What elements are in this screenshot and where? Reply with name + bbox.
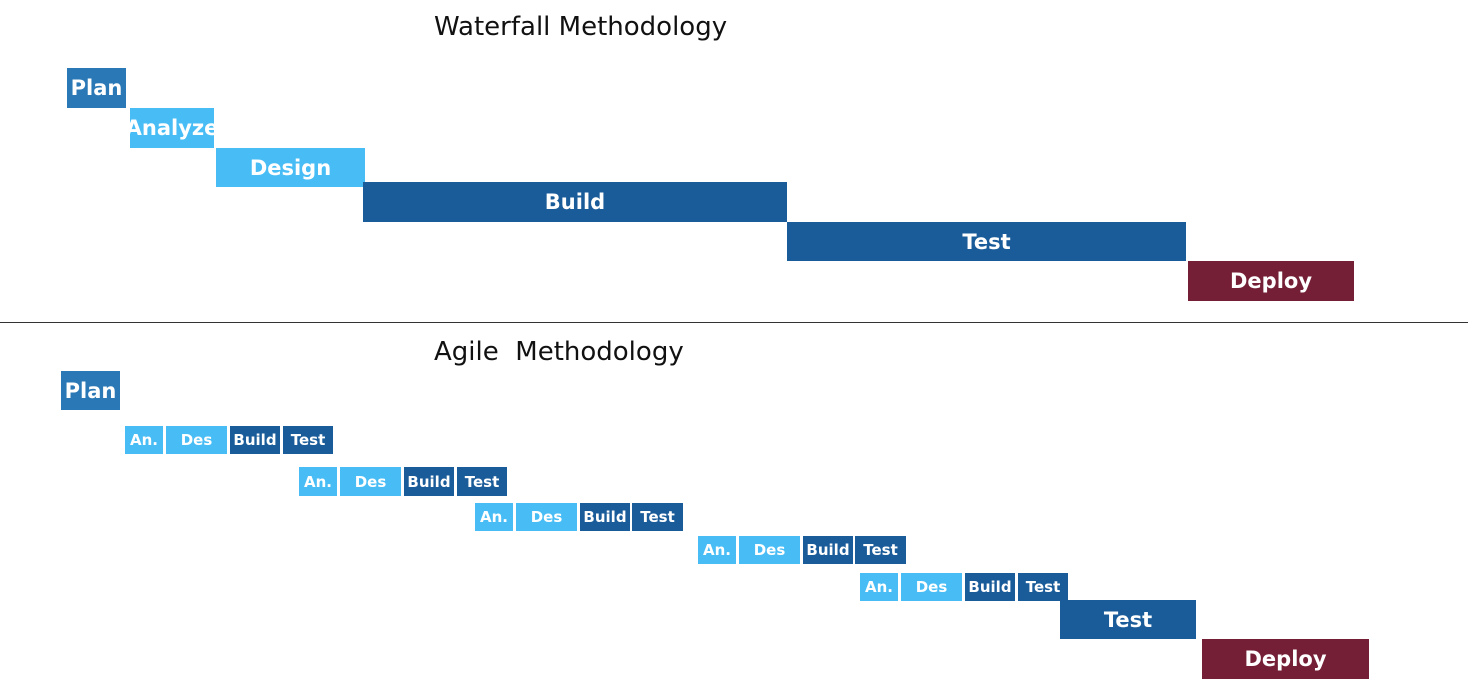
agile-test-block: Test xyxy=(283,426,333,454)
agile-build-block: Build xyxy=(965,573,1015,601)
section-divider xyxy=(0,322,1468,323)
waterfall-deploy-block: Deploy xyxy=(1188,261,1354,301)
agile-test-block: Test xyxy=(1018,573,1068,601)
waterfall-plan-block: Plan xyxy=(67,68,126,108)
agile-design-block: Des xyxy=(516,503,577,531)
agile-design-block: Des xyxy=(739,536,800,564)
agile-analyze-block: An. xyxy=(698,536,736,564)
agile-final-test-block: Test xyxy=(1060,600,1196,639)
agile-analyze-block: An. xyxy=(125,426,163,454)
agile-design-block: Des xyxy=(166,426,227,454)
waterfall-analyze-block: Analyze xyxy=(130,108,214,148)
agile-plan-block: Plan xyxy=(61,371,120,410)
waterfall-test-block: Test xyxy=(787,222,1186,261)
agile-build-block: Build xyxy=(404,467,454,496)
agile-test-block: Test xyxy=(632,503,683,531)
waterfall-design-block: Design xyxy=(216,148,365,187)
agile-test-block: Test xyxy=(855,536,906,564)
agile-build-block: Build xyxy=(803,536,853,564)
agile-deploy-block: Deploy xyxy=(1202,639,1369,679)
agile-analyze-block: An. xyxy=(860,573,898,601)
waterfall-title: Waterfall Methodology xyxy=(434,12,728,42)
agile-design-block: Des xyxy=(901,573,962,601)
agile-test-block: Test xyxy=(457,467,507,496)
agile-design-block: Des xyxy=(340,467,401,496)
agile-analyze-block: An. xyxy=(475,503,513,531)
agile-title: Agile Methodology xyxy=(434,337,684,367)
waterfall-build-block: Build xyxy=(363,182,787,222)
agile-build-block: Build xyxy=(580,503,630,531)
agile-analyze-block: An. xyxy=(299,467,337,496)
agile-build-block: Build xyxy=(230,426,280,454)
